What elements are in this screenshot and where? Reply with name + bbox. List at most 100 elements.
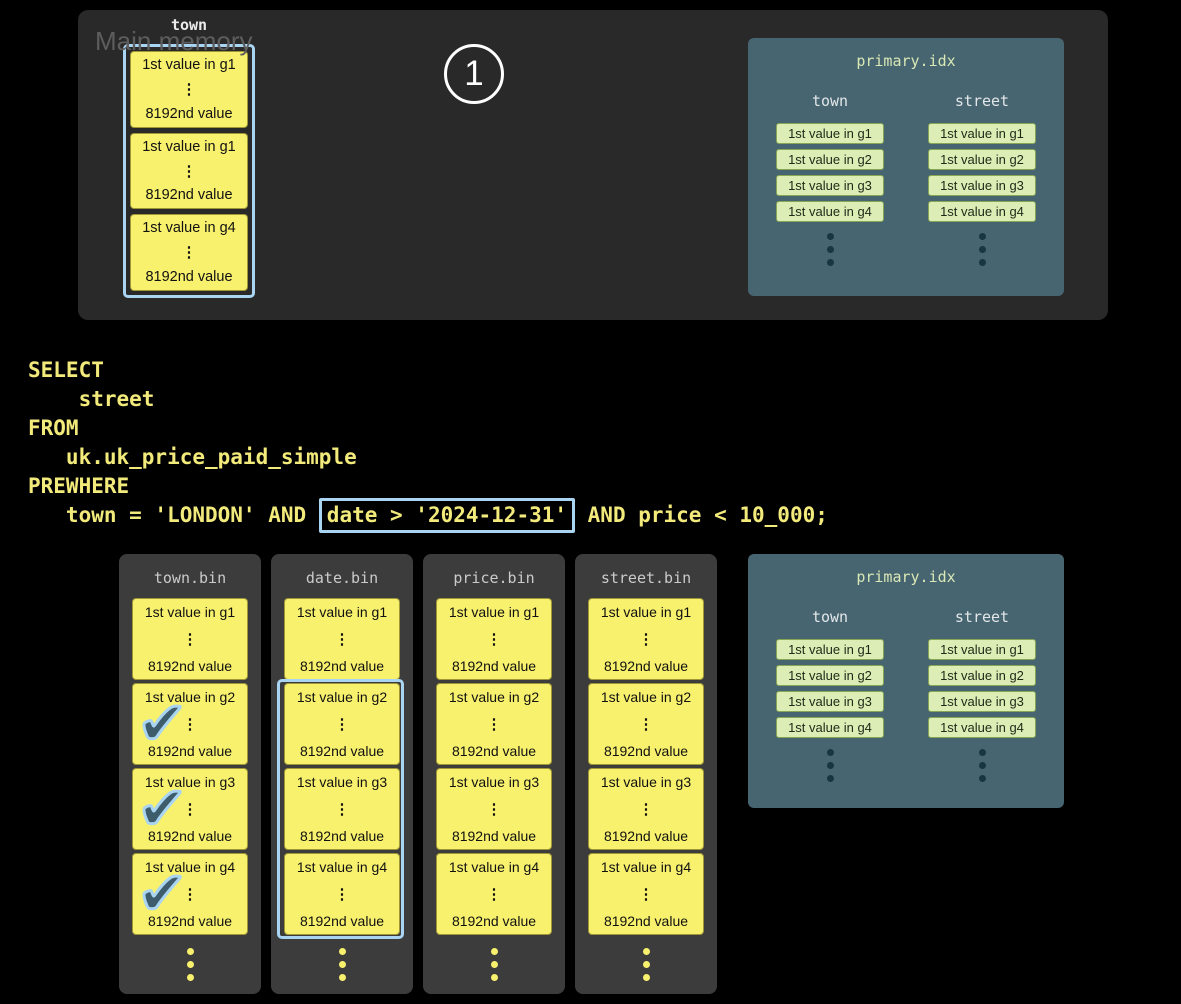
granule-block: 1st value in g2 ⋮ 8192nd value xyxy=(588,683,704,765)
step-1-badge: 1 xyxy=(444,44,504,104)
granule-block: 1st value in g1 ⋮ 8192nd value xyxy=(436,598,552,680)
granule-bottom-label: 8192nd value xyxy=(299,913,385,929)
granule-top-label: 1st value in g1 xyxy=(142,57,236,73)
granule-block: 1st value in g4 ⋮ 8192nd value xyxy=(284,853,400,935)
idx-chip: 1st value in g1 xyxy=(776,123,884,144)
idx-chip: 1st value in g4 xyxy=(928,201,1036,222)
idx-chip: 1st value in g2 xyxy=(928,665,1036,686)
vertical-ellipsis: ⋮ xyxy=(181,80,197,98)
bin-ellipsis-dots xyxy=(423,948,565,981)
granule-bottom-label: 8192nd value xyxy=(147,743,233,759)
sql-line: PREWHERE xyxy=(28,474,130,498)
primary-idx-title: primary.idx xyxy=(856,568,956,586)
granule-top-label: 1st value in g1 xyxy=(296,604,388,620)
granule-top-label: 1st value in g4 xyxy=(144,859,236,875)
granule-block: 1st value in g1 ⋮ 8192nd value xyxy=(130,132,248,210)
idx-chip: 1st value in g3 xyxy=(776,691,884,712)
granule-bottom-label: 8192nd value xyxy=(147,828,233,844)
granule-block: 1st value in g4 ⋮ 8192nd value xyxy=(588,853,704,935)
vertical-ellipsis: ⋮ xyxy=(486,715,502,733)
main-memory-label: Main memory xyxy=(95,26,253,56)
vertical-ellipsis: ⋮ xyxy=(182,715,198,733)
vertical-ellipsis: ⋮ xyxy=(638,800,654,818)
granule-block: 1st value in g3 ⋮ 8192nd value xyxy=(588,768,704,850)
granule-bottom-label: 8192nd value xyxy=(299,658,385,674)
granule-top-label: 1st value in g2 xyxy=(600,689,692,705)
idx-chip: 1st value in g3 xyxy=(928,691,1036,712)
idx-column-header: town xyxy=(811,92,849,110)
granule-bottom-label: 8192nd value xyxy=(147,913,233,929)
idx-chip: 1st value in g4 xyxy=(776,201,884,222)
vertical-ellipsis: ⋮ xyxy=(181,244,197,262)
granule-bottom-label: 8192nd value xyxy=(145,105,233,122)
granule-block: 1st value in g4 ⋮ 8192nd value xyxy=(436,853,552,935)
date-granules-highlight-box xyxy=(277,679,404,939)
granule-bottom-label: 8192nd value xyxy=(299,743,385,759)
idx-chip: 1st value in g2 xyxy=(776,665,884,686)
bin-header: town.bin xyxy=(153,569,227,587)
granule-top-label: 1st value in g1 xyxy=(144,604,236,620)
granule-top-label: 1st value in g2 xyxy=(448,689,540,705)
idx-ellipsis-dots xyxy=(826,233,834,266)
bin-panel-street: street.bin 1st value in g1 ⋮ 8192nd valu… xyxy=(575,554,717,994)
granule-block: 1st value in g1 ⋮ 8192nd value xyxy=(132,598,248,680)
bin-panel-price: price.bin 1st value in g1 ⋮ 8192nd value… xyxy=(423,554,565,994)
idx-chip: 1st value in g1 xyxy=(928,639,1036,660)
idx-chip: 1st value in g3 xyxy=(776,175,884,196)
sql-line: SELECT xyxy=(28,358,104,382)
granule-bottom-label: 8192nd value xyxy=(603,743,689,759)
granule-block: 1st value in g2 ⋮ 8192nd value ✔ xyxy=(132,683,248,765)
bin-panel-town: town.bin 1st value in g1 ⋮ 8192nd value … xyxy=(119,554,261,994)
vertical-ellipsis: ⋮ xyxy=(638,885,654,903)
vertical-ellipsis: ⋮ xyxy=(182,800,198,818)
sql-highlight-box: date > '2024-12-31' xyxy=(318,498,576,533)
bin-ellipsis-dots xyxy=(575,948,717,981)
granule-bottom-label: 8192nd value xyxy=(299,828,385,844)
vertical-ellipsis: ⋮ xyxy=(334,630,350,648)
granule-block: 1st value in g1 ⋮ 8192nd value xyxy=(284,598,400,680)
idx-column-header: street xyxy=(954,608,1010,626)
granule-top-label: 1st value in g3 xyxy=(296,774,388,790)
granule-bottom-label: 8192nd value xyxy=(603,913,689,929)
vertical-ellipsis: ⋮ xyxy=(486,885,502,903)
memory-column-header: town xyxy=(170,16,208,34)
granule-top-label: 1st value in g3 xyxy=(600,774,692,790)
vertical-ellipsis: ⋮ xyxy=(638,630,654,648)
granule-bottom-label: 8192nd value xyxy=(451,658,537,674)
vertical-ellipsis: ⋮ xyxy=(638,715,654,733)
idx-column-town: town 1st value in g1 1st value in g2 1st… xyxy=(776,608,884,782)
granule-top-label: 1st value in g1 xyxy=(600,604,692,620)
bin-blocks: 1st value in g1 ⋮ 8192nd value 1st value… xyxy=(588,598,704,935)
granule-bottom-label: 8192nd value xyxy=(451,913,537,929)
bin-header: price.bin xyxy=(453,569,535,587)
granule-bottom-label: 8192nd value xyxy=(145,269,233,285)
bin-panel-date: date.bin 1st value in g1 ⋮ 8192nd value … xyxy=(271,554,413,994)
sql-text: AND price < 10_000; xyxy=(575,503,828,527)
idx-ellipsis-dots xyxy=(978,233,986,266)
primary-idx-panel: primary.idx town 1st value in g1 1st val… xyxy=(748,554,1064,808)
bin-header: street.bin xyxy=(600,569,692,587)
granule-block: 1st value in g3 ⋮ 8192nd value ✔ xyxy=(132,768,248,850)
bin-header: date.bin xyxy=(305,569,379,587)
vertical-ellipsis: ⋮ xyxy=(181,162,197,180)
granule-block: 1st value in g3 ⋮ 8192nd value xyxy=(284,768,400,850)
granule-bottom-label: 8192nd value xyxy=(603,828,689,844)
granule-bottom-label: 8192nd value xyxy=(147,658,233,674)
bin-blocks: 1st value in g1 ⋮ 8192nd value 1st value… xyxy=(436,598,552,935)
granule-top-label: 1st value in g4 xyxy=(296,859,388,875)
granule-bottom-label: 8192nd value xyxy=(603,658,689,674)
granule-block: 1st value in g4 ⋮ 8192nd value ✔ xyxy=(132,853,248,935)
vertical-ellipsis: ⋮ xyxy=(334,715,350,733)
bin-ellipsis-dots xyxy=(271,948,413,981)
sql-prewhere-line: town = 'LONDON' AND date > '2024-12-31' … xyxy=(28,498,828,533)
granule-block: 1st value in g3 ⋮ 8192nd value xyxy=(436,768,552,850)
granule-top-label: 1st value in g2 xyxy=(296,689,388,705)
primary-idx-panel: primary.idx town 1st value in g1 1st val… xyxy=(748,38,1064,296)
bin-blocks: 1st value in g1 ⋮ 8192nd value 1st value… xyxy=(132,598,248,935)
idx-chip: 1st value in g1 xyxy=(776,639,884,660)
idx-chip: 1st value in g1 xyxy=(928,123,1036,144)
sql-line: uk.uk_price_paid_simple xyxy=(28,445,357,469)
idx-ellipsis-dots xyxy=(978,749,986,782)
vertical-ellipsis: ⋮ xyxy=(334,885,350,903)
idx-column-street: street 1st value in g1 1st value in g2 1… xyxy=(928,92,1036,266)
